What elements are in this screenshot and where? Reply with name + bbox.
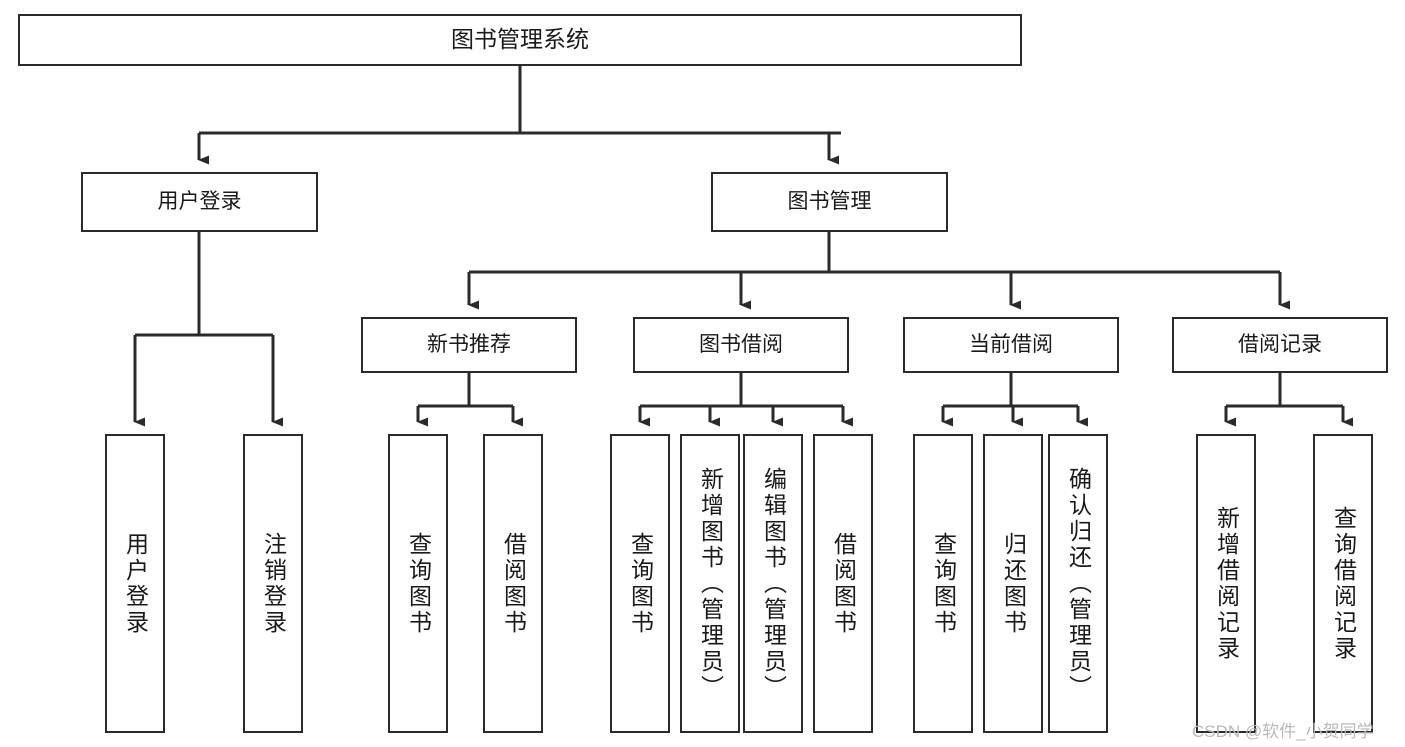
node-leaf-query-book-newbook-label: 查询图书 [405,531,432,636]
node-leaf-query-book-borrow-label: 查询图书 [627,531,654,636]
node-leaf-borrow-book-label: 借阅图书 [830,531,857,636]
node-level2-borrow-record-label: 借阅记录 [1238,333,1322,357]
node-level2-borrow-record[interactable]: 借阅记录 [1172,317,1388,373]
node-leaf-query-book-current[interactable]: 查询图书 [913,434,973,733]
node-leaf-edit-book-admin[interactable]: 编辑图书（管理员） [743,434,803,733]
node-leaf-logout[interactable]: 注销登录 [243,434,303,733]
node-leaf-logout-label: 注销登录 [260,531,287,636]
node-leaf-borrow-book-newbook-label: 借阅图书 [500,531,527,636]
node-leaf-query-borrow-record-label: 查询借阅记录 [1330,505,1357,662]
node-leaf-return-book[interactable]: 归还图书 [983,434,1043,733]
node-leaf-query-book-newbook[interactable]: 查询图书 [388,434,448,733]
node-leaf-query-borrow-record[interactable]: 查询借阅记录 [1313,434,1373,733]
node-level1-user-login-label: 用户登录 [157,190,242,214]
node-root[interactable]: 图书管理系统 [18,14,1022,66]
node-leaf-borrow-book-newbook[interactable]: 借阅图书 [483,434,543,733]
node-leaf-query-book-borrow[interactable]: 查询图书 [610,434,670,733]
node-level1-book-management-label: 图书管理 [787,190,872,214]
node-leaf-borrow-book[interactable]: 借阅图书 [813,434,873,733]
node-leaf-add-borrow-record[interactable]: 新增借阅记录 [1196,434,1256,733]
node-level2-book-borrow[interactable]: 图书借阅 [633,317,849,373]
node-leaf-user-login[interactable]: 用户登录 [105,434,165,733]
node-level1-user-login[interactable]: 用户登录 [81,172,318,232]
node-leaf-user-login-label: 用户登录 [122,531,149,636]
node-leaf-edit-book-admin-label: 编辑图书（管理员） [760,466,787,701]
node-level2-new-book-recommend[interactable]: 新书推荐 [361,317,577,373]
node-leaf-return-book-label: 归还图书 [1000,531,1027,636]
node-leaf-add-borrow-record-label: 新增借阅记录 [1213,505,1240,662]
node-leaf-query-book-current-label: 查询图书 [930,531,957,636]
node-level2-current-borrow[interactable]: 当前借阅 [903,317,1119,373]
node-leaf-add-book-admin[interactable]: 新增图书（管理员） [680,434,740,733]
node-level1-book-management[interactable]: 图书管理 [711,172,948,232]
node-level2-book-borrow-label: 图书借阅 [699,333,783,357]
node-level2-new-book-recommend-label: 新书推荐 [427,333,511,357]
node-level2-current-borrow-label: 当前借阅 [969,333,1053,357]
node-root-label: 图书管理系统 [451,26,589,53]
node-leaf-confirm-return-admin-label: 确认归还（管理员） [1065,466,1092,701]
node-leaf-add-book-admin-label: 新增图书（管理员） [697,466,724,701]
node-leaf-confirm-return-admin[interactable]: 确认归还（管理员） [1048,434,1108,733]
